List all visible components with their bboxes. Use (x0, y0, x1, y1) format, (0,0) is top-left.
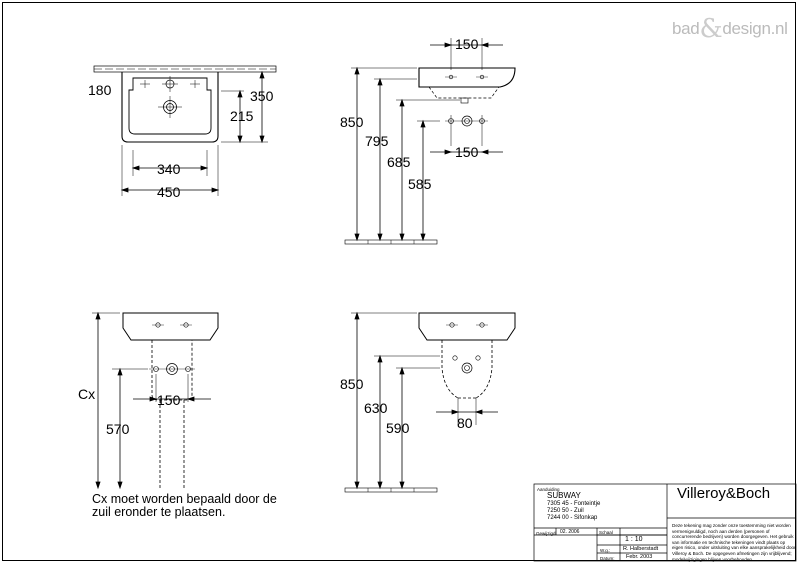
top-view (93, 65, 277, 196)
datum-label: Datum: (600, 556, 615, 561)
dim-180: 180 (88, 82, 112, 98)
dim-850-bottom: 850 (340, 376, 364, 392)
dim-570: 570 (106, 421, 130, 437)
dim-630: 630 (364, 400, 388, 416)
wg-label: W.g.: (600, 548, 611, 553)
product-name: SUBWAY (547, 491, 581, 500)
product-item-3: 7244 00 - Sifonkap (547, 515, 598, 521)
note-text: Cx moet worden bepaald door de zuil eron… (92, 493, 277, 519)
dim-685: 685 (387, 154, 411, 170)
dim-150-top: 150 (455, 36, 479, 52)
dim-340: 340 (157, 161, 181, 177)
wg-value: R. Halberstadt (623, 546, 659, 552)
dim-150-front: 150 (157, 392, 181, 408)
note-line-1: Cx moet worden bepaald door de (92, 492, 277, 506)
brand-logo: Villeroy&Boch (677, 485, 771, 502)
watermark-logo: bad&design.nl (672, 14, 788, 44)
product-item-1: 7305 45 - Fonteintje (547, 501, 601, 507)
dim-cx: Cx (78, 386, 95, 402)
dim-150-mid: 150 (455, 144, 479, 160)
schaal-label: Schaal (599, 530, 613, 535)
front-view (92, 311, 219, 490)
dim-585: 585 (408, 176, 432, 192)
side-view-column (344, 311, 516, 493)
dim-350: 350 (250, 88, 274, 104)
disclaimer-text: Deze tekening mag zonder onze toestemmin… (672, 523, 796, 562)
datum-value: Febr. 2003 (626, 554, 653, 560)
dim-450: 450 (157, 184, 181, 200)
dim-850-top: 850 (340, 114, 364, 130)
dim-215: 215 (230, 108, 254, 124)
side-view (344, 38, 516, 245)
product-item-2: 7250 50 - Zuil (547, 508, 584, 514)
schaal-value: 1 : 10 (625, 536, 643, 543)
note-line-2: zuil eronder te plaatsen. (92, 505, 226, 519)
aanduiding-label: Aanduiding (537, 487, 560, 492)
title-block (533, 483, 797, 562)
dim-590: 590 (386, 420, 410, 436)
gewijzigd-label: Gewijzigd (536, 531, 556, 536)
gewijzigd-value: 02. 2006 (560, 529, 580, 535)
dim-795: 795 (365, 133, 389, 149)
dim-80: 80 (457, 415, 473, 431)
